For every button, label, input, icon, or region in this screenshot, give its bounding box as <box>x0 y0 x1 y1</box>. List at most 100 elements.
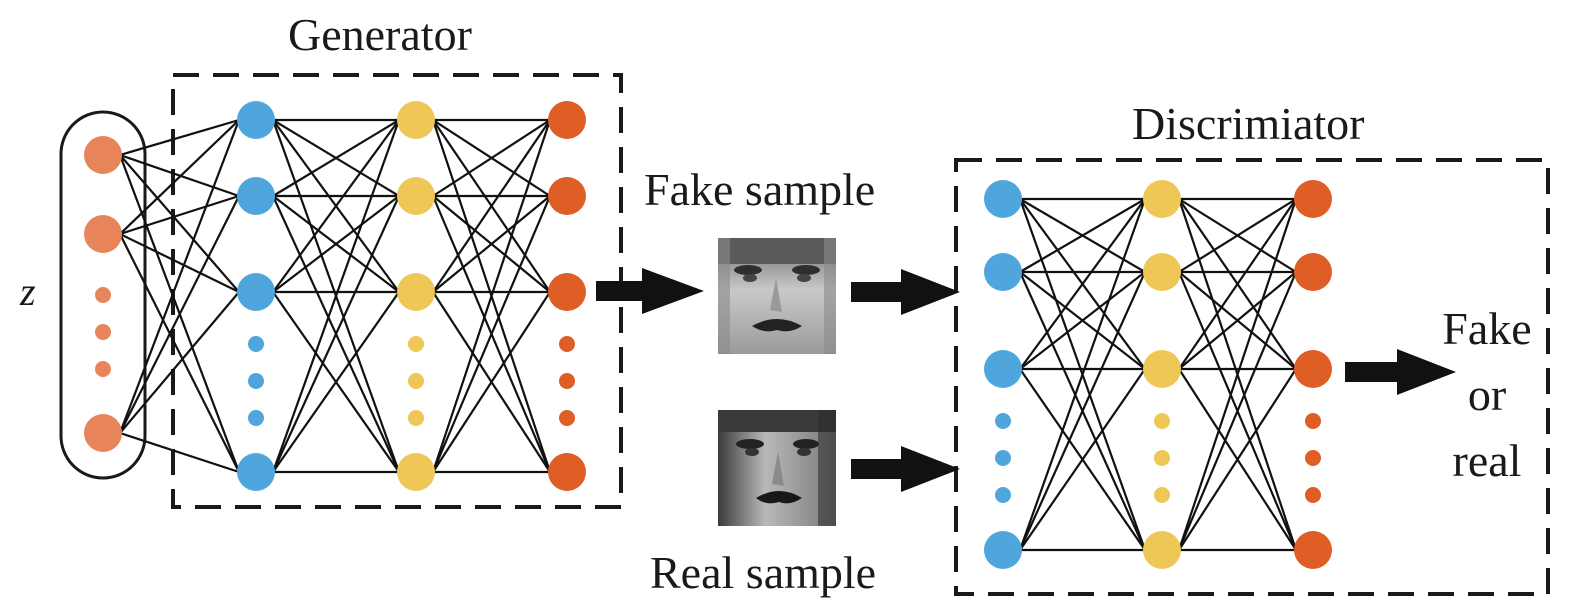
generator-edge <box>119 431 240 474</box>
generator-edge <box>432 119 551 197</box>
output-label-line-1: Fake <box>1442 303 1532 354</box>
discriminator-edge <box>1177 271 1298 551</box>
discriminator-layer-1-node <box>984 350 1022 388</box>
discriminator-layer-1-node <box>984 531 1022 569</box>
discriminator-edge <box>1018 198 1147 551</box>
discriminator-layer-2-ellipsis-dot <box>1154 487 1170 503</box>
generator-layer-1-node <box>84 414 122 452</box>
generator-layer-2-node <box>237 177 275 215</box>
discriminator-nodes <box>984 180 1332 569</box>
generator-edge <box>271 119 401 473</box>
generator-edge <box>119 154 240 293</box>
discriminator-layer-3-ellipsis-dot <box>1305 413 1321 429</box>
discriminator-layer-1-node <box>984 253 1022 291</box>
discriminator-layer-2-node <box>1143 180 1181 218</box>
real-sample-image <box>718 410 836 526</box>
discriminator-layer-1-ellipsis-dot <box>995 450 1011 466</box>
generator-edge <box>271 195 401 473</box>
generator-edge <box>272 119 400 197</box>
generator-edge <box>119 291 240 434</box>
output-label: Fake or real <box>1422 296 1552 494</box>
generator-layer-4-ellipsis-dot <box>559 336 575 352</box>
generator-layer-2-node <box>237 453 275 491</box>
latent-vector-capsule <box>59 110 147 480</box>
generator-layer-4-node <box>548 453 586 491</box>
generator-nodes <box>84 101 586 491</box>
generator-edge <box>272 119 400 293</box>
real-sample-label: Real sample <box>650 547 877 598</box>
generator-connections <box>118 118 552 474</box>
generator-layer-3-ellipsis-dot <box>408 410 424 426</box>
discriminator-layer-3-ellipsis-dot <box>1305 450 1321 466</box>
output-label-line-2: or <box>1467 369 1507 420</box>
arrow-generator-to-fake <box>596 268 704 314</box>
generator-edge <box>432 291 551 473</box>
discriminator-layer-3-node <box>1294 350 1332 388</box>
generator-edge <box>431 195 552 473</box>
discriminator-layer-1-ellipsis-dot <box>995 487 1011 503</box>
generator-layer-1-ellipsis-dot <box>95 361 111 377</box>
generator-edge <box>432 195 551 293</box>
discriminator-edge <box>1019 271 1146 370</box>
generator-layer-1-ellipsis-dot <box>95 287 111 303</box>
generator-layer-4-node <box>548 273 586 311</box>
generator-layer-4-node <box>548 177 586 215</box>
discriminator-layer-3-node <box>1294 531 1332 569</box>
generator-edge <box>432 119 551 293</box>
generator-edge <box>119 233 240 473</box>
generator-edge <box>118 119 241 434</box>
generator-layer-3-node <box>397 273 435 311</box>
fake-sample-label: Fake sample <box>644 164 876 215</box>
arrow-real-to-discriminator <box>851 446 960 492</box>
generator-layer-4-node <box>548 101 586 139</box>
discriminator-edge <box>1019 198 1146 273</box>
generator-edge <box>272 291 400 473</box>
discriminator-edge <box>1019 368 1146 551</box>
generator-layer-4-ellipsis-dot <box>559 373 575 389</box>
arrow-fake-to-discriminator <box>851 269 960 315</box>
generator-layer-3-ellipsis-dot <box>408 336 424 352</box>
generator-layer-3-node <box>397 101 435 139</box>
discriminator-layer-1-ellipsis-dot <box>995 413 1011 429</box>
latent-z-label: z <box>20 269 36 314</box>
discriminator-edge <box>1178 198 1297 273</box>
generator-edge <box>119 195 240 434</box>
generator-layer-3-node <box>397 453 435 491</box>
discriminator-edge <box>1178 271 1297 370</box>
generator-layer-2-ellipsis-dot <box>248 410 264 426</box>
discriminator-layer-2-ellipsis-dot <box>1154 450 1170 466</box>
generator-layer-2-node <box>237 273 275 311</box>
arrow-discriminator-to-output <box>1345 349 1456 395</box>
generator-label: Generator <box>288 9 472 60</box>
output-label-line-3: real <box>1452 435 1522 486</box>
generator-layer-1-ellipsis-dot <box>95 324 111 340</box>
discriminator-edge <box>1019 198 1146 370</box>
generator-layer-3-node <box>397 177 435 215</box>
discriminator-layer-2-node <box>1143 531 1181 569</box>
generator-edge <box>431 119 552 473</box>
discriminator-edge <box>1177 198 1298 551</box>
generator-edge <box>119 233 240 293</box>
generator-edge <box>119 118 240 157</box>
generator-layer-1-node <box>84 215 122 253</box>
discriminator-label: Discrimiator <box>1132 98 1365 149</box>
generator-edge <box>119 194 240 236</box>
generator-layer-4-ellipsis-dot <box>559 410 575 426</box>
discriminator-layer-2-node <box>1143 253 1181 291</box>
generator-layer-2-ellipsis-dot <box>248 336 264 352</box>
discriminator-layer-2-node <box>1143 350 1181 388</box>
discriminator-connections <box>1018 197 1298 552</box>
discriminator-edge <box>1018 271 1147 551</box>
discriminator-layer-3-node <box>1294 253 1332 291</box>
discriminator-layer-2-ellipsis-dot <box>1154 413 1170 429</box>
generator-layer-2-node <box>237 101 275 139</box>
generator-edge <box>272 195 400 293</box>
discriminator-box <box>954 158 1550 596</box>
discriminator-layer-3-ellipsis-dot <box>1305 487 1321 503</box>
discriminator-layer-3-node <box>1294 180 1332 218</box>
generator-layer-3-ellipsis-dot <box>408 373 424 389</box>
generator-layer-1-node <box>84 136 122 174</box>
generator-edge <box>119 119 240 235</box>
discriminator-layer-1-node <box>984 180 1022 218</box>
